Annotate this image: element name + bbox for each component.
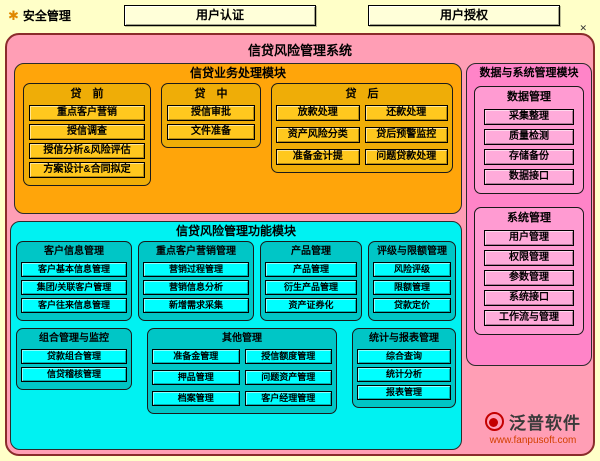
- item-box[interactable]: 问题贷款处理: [364, 149, 448, 165]
- item-box[interactable]: 系统接口: [484, 290, 574, 306]
- post-loan-grid: 放款处理 还款处理 资产风险分类 贷后预警监控 准备金计提 问题贷款处理: [275, 102, 449, 168]
- group-other: 其他管理 准备金管理 授信额度管理 押品管理 问题资产管理 档案管理 客户经理管…: [147, 328, 337, 414]
- item-box[interactable]: 贷款定价: [373, 298, 451, 313]
- group-customer-info-title: 客户信息管理: [44, 246, 104, 257]
- item-box[interactable]: 客户经理管理: [244, 391, 332, 406]
- group-portfolio: 组合管理与监控 贷款组合管理 信贷稽核管理: [16, 328, 132, 390]
- item-box[interactable]: 参数管理: [484, 270, 574, 286]
- business-processing-module: 信贷业务处理模块 贷 前 重点客户营销 授信调查 授信分析&风险评估 方案设计&…: [14, 63, 462, 214]
- user-authentication-button[interactable]: 用户认证: [124, 5, 316, 26]
- group-data-management: 数据管理 采集整理 质量检测 存储备份 数据接口: [474, 86, 584, 194]
- group-portfolio-title: 组合管理与监控: [39, 333, 109, 344]
- main-panel: 信贷风险管理系统 信贷业务处理模块 贷 前 重点客户营销 授信调查 授信分析&风…: [5, 33, 595, 456]
- item-box[interactable]: 押品管理: [152, 370, 240, 385]
- item-box[interactable]: 准备金管理: [152, 349, 240, 364]
- item-box[interactable]: 问题资产管理: [244, 370, 332, 385]
- item-box[interactable]: 资产证券化: [265, 298, 357, 313]
- close-icon[interactable]: ✕: [579, 23, 587, 33]
- data-system-module: 数据与系统管理模块 数据管理 采集整理 质量检测 存储备份 数据接口 系统管理 …: [466, 63, 592, 366]
- fanpu-logo: 泛普软件 www.fanpusoft.com: [485, 409, 581, 446]
- function-module-row-2: 组合管理与监控 贷款组合管理 信贷稽核管理 其他管理 准备金管理 授信额度管理 …: [11, 328, 461, 414]
- item-box[interactable]: 贷后预警监控: [364, 127, 448, 143]
- group-statistics: 统计与报表管理 综合查询 统计分析 报表管理: [352, 328, 456, 408]
- item-box[interactable]: 新增需求采集: [143, 298, 249, 313]
- group-mid-loan: 贷 中 授信审批 文件准备: [161, 83, 261, 148]
- group-rating-limit: 评级与限额管理 风险评级 限额管理 贷款定价: [368, 241, 456, 321]
- item-box[interactable]: 还款处理: [364, 105, 448, 121]
- system-title: 信贷风险管理系统: [247, 43, 352, 58]
- group-product-title: 产品管理: [291, 246, 331, 257]
- data-system-module-title: 数据与系统管理模块: [479, 67, 579, 79]
- security-management-tab[interactable]: ✱ 安全管理: [8, 7, 71, 24]
- risk-function-module: 信贷风险管理功能模块 客户信息管理 客户基本信息管理 集团/关联客户管理 客户往…: [10, 221, 462, 450]
- item-box[interactable]: 用户管理: [484, 230, 574, 246]
- group-other-title: 其他管理: [222, 333, 262, 344]
- fanpu-logo-row: 泛普软件: [485, 409, 581, 434]
- item-box[interactable]: 放款处理: [276, 105, 360, 121]
- item-box[interactable]: 文件准备: [167, 124, 255, 140]
- group-customer-info: 客户信息管理 客户基本信息管理 集团/关联客户管理 客户往来信息管理: [16, 241, 132, 321]
- group-key-marketing-title: 重点客户营销管理: [156, 246, 236, 257]
- item-box[interactable]: 集团/关联客户管理: [21, 280, 127, 295]
- item-box[interactable]: 营销信息分析: [143, 280, 249, 295]
- group-product: 产品管理 产品管理 衍生产品管理 资产证券化: [260, 241, 362, 321]
- item-box[interactable]: 授信审批: [167, 105, 255, 121]
- item-box[interactable]: 风险评级: [373, 262, 451, 277]
- item-box[interactable]: 授信额度管理: [244, 349, 332, 364]
- function-module-row-1: 客户信息管理 客户基本信息管理 集团/关联客户管理 客户往来信息管理 重点客户营…: [11, 241, 461, 321]
- item-box[interactable]: 质量检测: [484, 129, 574, 145]
- item-box[interactable]: 工作流与管理: [484, 310, 574, 326]
- group-statistics-title: 统计与报表管理: [369, 333, 439, 344]
- other-grid: 准备金管理 授信额度管理 押品管理 问题资产管理 档案管理 客户经理管理: [151, 346, 333, 409]
- item-box[interactable]: 信贷稽核管理: [21, 367, 127, 382]
- group-pre-loan: 贷 前 重点客户营销 授信调查 授信分析&风险评估 方案设计&合同拟定: [23, 83, 151, 186]
- item-box[interactable]: 方案设计&合同拟定: [29, 162, 145, 178]
- item-box[interactable]: 重点客户营销: [29, 105, 145, 121]
- item-box[interactable]: 授信分析&风险评估: [29, 143, 145, 159]
- fanpu-brand: 泛普软件: [509, 414, 581, 433]
- item-box[interactable]: 存储备份: [484, 149, 574, 165]
- security-management-label: 安全管理: [22, 9, 71, 23]
- item-box[interactable]: 产品管理: [265, 262, 357, 277]
- item-box[interactable]: 报表管理: [357, 385, 451, 400]
- function-module-title: 信贷风险管理功能模块: [175, 224, 296, 238]
- item-box[interactable]: 统计分析: [357, 367, 451, 382]
- item-box[interactable]: 资产风险分类: [276, 127, 360, 143]
- top-bar: ✱ 安全管理 用户认证 用户授权 ✕: [0, 0, 600, 33]
- item-box[interactable]: 准备金计提: [276, 149, 360, 165]
- item-box[interactable]: 采集整理: [484, 109, 574, 125]
- group-system-management: 系统管理 用户管理 权限管理 参数管理 系统接口 工作流与管理: [474, 207, 584, 335]
- fanpu-logo-icon: [485, 412, 504, 431]
- item-box[interactable]: 贷款组合管理: [21, 349, 127, 364]
- security-icon: ✱: [8, 7, 19, 23]
- item-box[interactable]: 限额管理: [373, 280, 451, 295]
- group-post-loan: 贷 后 放款处理 还款处理 资产风险分类 贷后预警监控 准备金计提 问题贷款处理: [271, 83, 453, 173]
- item-box[interactable]: 综合查询: [357, 349, 451, 364]
- item-box[interactable]: 衍生产品管理: [265, 280, 357, 295]
- user-authorization-button[interactable]: 用户授权: [368, 5, 560, 26]
- item-box[interactable]: 数据接口: [484, 169, 574, 185]
- group-rating-limit-title: 评级与限额管理: [377, 246, 447, 257]
- group-system-management-title: 系统管理: [507, 212, 551, 224]
- group-mid-loan-title: 贷 中: [194, 88, 228, 100]
- item-box[interactable]: 档案管理: [152, 391, 240, 406]
- item-box[interactable]: 客户往来信息管理: [21, 298, 127, 313]
- group-key-marketing: 重点客户营销管理 营销过程管理 营销信息分析 新增需求采集: [138, 241, 254, 321]
- group-data-management-title: 数据管理: [507, 91, 551, 103]
- item-box[interactable]: 授信调查: [29, 124, 145, 140]
- group-pre-loan-title: 贷 前: [70, 88, 104, 100]
- item-box[interactable]: 客户基本信息管理: [21, 262, 127, 277]
- item-box[interactable]: 营销过程管理: [143, 262, 249, 277]
- business-module-groups: 贷 前 重点客户营销 授信调查 授信分析&风险评估 方案设计&合同拟定 贷 中 …: [15, 83, 461, 186]
- item-box[interactable]: 权限管理: [484, 250, 574, 266]
- fanpu-url: www.fanpusoft.com: [489, 435, 577, 446]
- group-post-loan-title: 贷 后: [345, 88, 379, 100]
- business-module-title: 信贷业务处理模块: [189, 66, 286, 80]
